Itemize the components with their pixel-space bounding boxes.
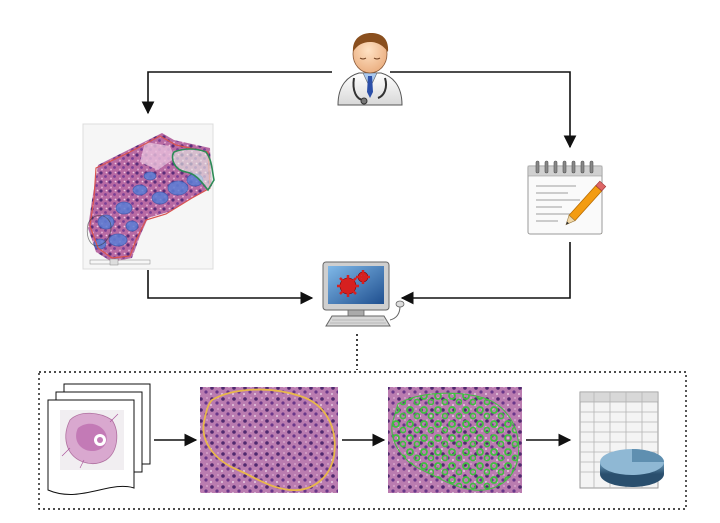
doctor-icon [337, 33, 403, 106]
tissue-roi-image [200, 387, 338, 493]
tissue-segmented-image [388, 387, 522, 493]
slide-stack-icon [47, 383, 151, 495]
arrow-doctor-to-slide [141, 71, 332, 115]
arrow-notepad-to-computer [400, 242, 571, 305]
arrow-doctor-to-notepad [390, 71, 577, 149]
notepad-pencil-icon [527, 160, 607, 235]
arrow-slide-to-computer [147, 270, 314, 305]
computer-gears-icon [322, 261, 405, 327]
connector-arrows [141, 71, 577, 370]
pipeline-box [38, 371, 687, 510]
annotated-slide-image [82, 123, 215, 270]
spreadsheet-chart-icon [579, 391, 664, 489]
